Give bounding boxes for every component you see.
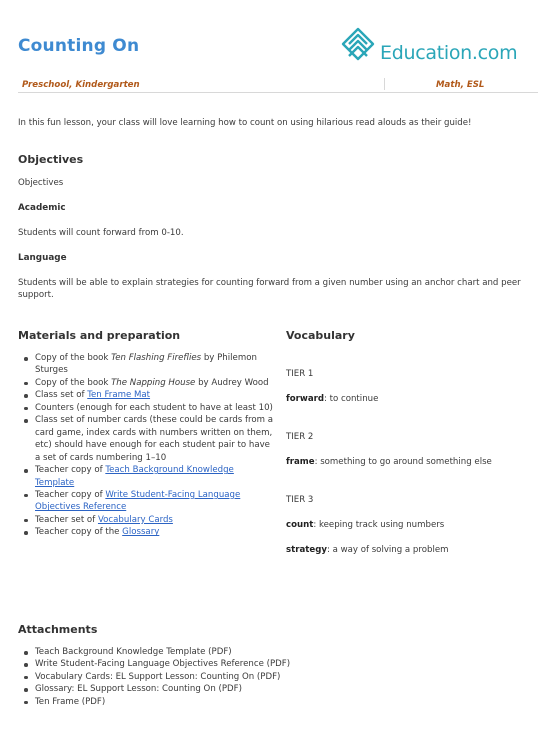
ten-frame-mat-link[interactable]: Ten Frame Mat xyxy=(87,390,151,401)
grade-levels: Preschool, Kindergarten xyxy=(22,80,140,90)
vocab-definition: : keeping track using numbers xyxy=(313,520,445,530)
education-com-logo[interactable]: Education.com xyxy=(336,26,540,70)
language-objectives-reference-link[interactable]: Write Student-Facing Language Objectives… xyxy=(35,489,241,513)
glossary-link[interactable]: Glossary xyxy=(122,527,160,538)
page-title: Counting On xyxy=(18,36,140,56)
attachment-label[interactable]: Teach Background Knowledge Template (PDF… xyxy=(35,647,232,657)
vocab-forward: forward: to continue xyxy=(286,393,378,405)
meta-divider xyxy=(384,78,385,90)
item-text: Teacher copy of the xyxy=(35,527,123,538)
attachment-item[interactable]: Glossary: EL Support Lesson: Counting On… xyxy=(18,683,398,695)
item-text: Class set of number cards (these could b… xyxy=(35,415,273,463)
item-text: Copy of the book xyxy=(35,353,112,363)
vocab-definition: : something to go around something else xyxy=(314,457,492,467)
materials-list: Copy of the book Ten Flashing Fireflies … xyxy=(18,352,274,539)
list-item: Teacher copy of Write Student-Facing Lan… xyxy=(18,489,274,514)
item-text: Teacher copy of xyxy=(35,465,106,476)
academic-heading: Academic xyxy=(18,203,66,213)
attachments-list: Teach Background Knowledge Template (PDF… xyxy=(18,646,398,708)
vocabulary-cards-link[interactable]: Vocabulary Cards xyxy=(97,514,173,525)
item-text: Copy of the book xyxy=(35,377,112,388)
book-title: Ten Flashing Fireflies xyxy=(111,353,202,363)
attachment-item[interactable]: Teach Background Knowledge Template (PDF… xyxy=(18,646,398,658)
vocab-count: count: keeping track using numbers xyxy=(286,519,444,531)
vocab-definition: : a way of solving a problem xyxy=(326,545,449,555)
attachment-item[interactable]: Write Student-Facing Language Objectives… xyxy=(18,658,398,670)
book-title: The Napping House xyxy=(111,377,196,388)
objectives-heading: Objectives xyxy=(18,153,84,166)
list-item: Class set of number cards (these could b… xyxy=(18,414,274,464)
objectives-subtitle: Objectives xyxy=(18,178,64,188)
attachment-label[interactable]: Ten Frame (PDF) xyxy=(35,696,106,707)
attachment-item[interactable]: Vocabulary Cards: EL Support Lesson: Cou… xyxy=(18,671,398,683)
tier-2-label: TIER 2 xyxy=(286,432,314,442)
attachments-heading: Attachments xyxy=(18,623,98,636)
vocab-term: count xyxy=(286,520,314,530)
language-heading: Language xyxy=(18,253,67,263)
list-item: Counters (enough for each student to hav… xyxy=(18,402,274,414)
list-item: Copy of the book Ten Flashing Fireflies … xyxy=(18,352,274,377)
vocabulary-heading: Vocabulary xyxy=(286,329,355,342)
attachment-label[interactable]: Write Student-Facing Language Objectives… xyxy=(35,659,291,670)
language-text: Students will be able to explain strateg… xyxy=(18,278,521,301)
list-item: Teacher set of Vocabulary Cards xyxy=(18,514,274,526)
attachment-item[interactable]: Ten Frame (PDF) xyxy=(18,696,398,708)
attachment-label[interactable]: Vocabulary Cards: EL Support Lesson: Cou… xyxy=(35,671,281,682)
item-text: by Philemon Sturges xyxy=(35,353,257,376)
tier-1-label: TIER 1 xyxy=(286,369,314,379)
teach-background-knowledge-link[interactable]: Teach Background Knowledge Template xyxy=(35,465,234,488)
vocab-term: frame xyxy=(286,457,315,467)
list-item: Class set of Ten Frame Mat xyxy=(18,389,274,401)
vocab-definition: : to continue xyxy=(324,394,379,404)
item-text: Teacher set of xyxy=(35,514,98,525)
attachment-label[interactable]: Glossary: EL Support Lesson: Counting On… xyxy=(35,684,242,695)
list-item: Copy of the book The Napping House by Au… xyxy=(18,377,274,389)
academic-text: Students will count forward from 0-10. xyxy=(18,228,184,238)
meta-bar: Preschool, Kindergarten Math, ESL xyxy=(18,76,538,93)
vocab-term: strategy xyxy=(286,545,327,555)
vocab-frame: frame: something to go around something … xyxy=(286,456,492,468)
vocab-term: forward xyxy=(286,394,325,404)
list-item: Teacher copy of Teach Background Knowled… xyxy=(18,464,274,489)
item-text: by Audrey Wood xyxy=(195,377,269,388)
item-text: Counters (enough for each student to hav… xyxy=(35,402,273,413)
intro-text: In this fun lesson, your class will love… xyxy=(18,118,472,128)
tier-3-label: TIER 3 xyxy=(286,495,314,505)
subjects: Math, ESL xyxy=(436,80,485,90)
logo-wordmark: Education.com xyxy=(380,42,518,64)
item-text: Teacher copy of xyxy=(35,489,106,500)
vocab-strategy: strategy: a way of solving a problem xyxy=(286,544,449,556)
list-item: Teacher copy of the Glossary xyxy=(18,526,274,538)
materials-heading: Materials and preparation xyxy=(18,329,181,342)
item-text: Class set of xyxy=(35,390,88,401)
education-logo-icon xyxy=(341,27,375,61)
